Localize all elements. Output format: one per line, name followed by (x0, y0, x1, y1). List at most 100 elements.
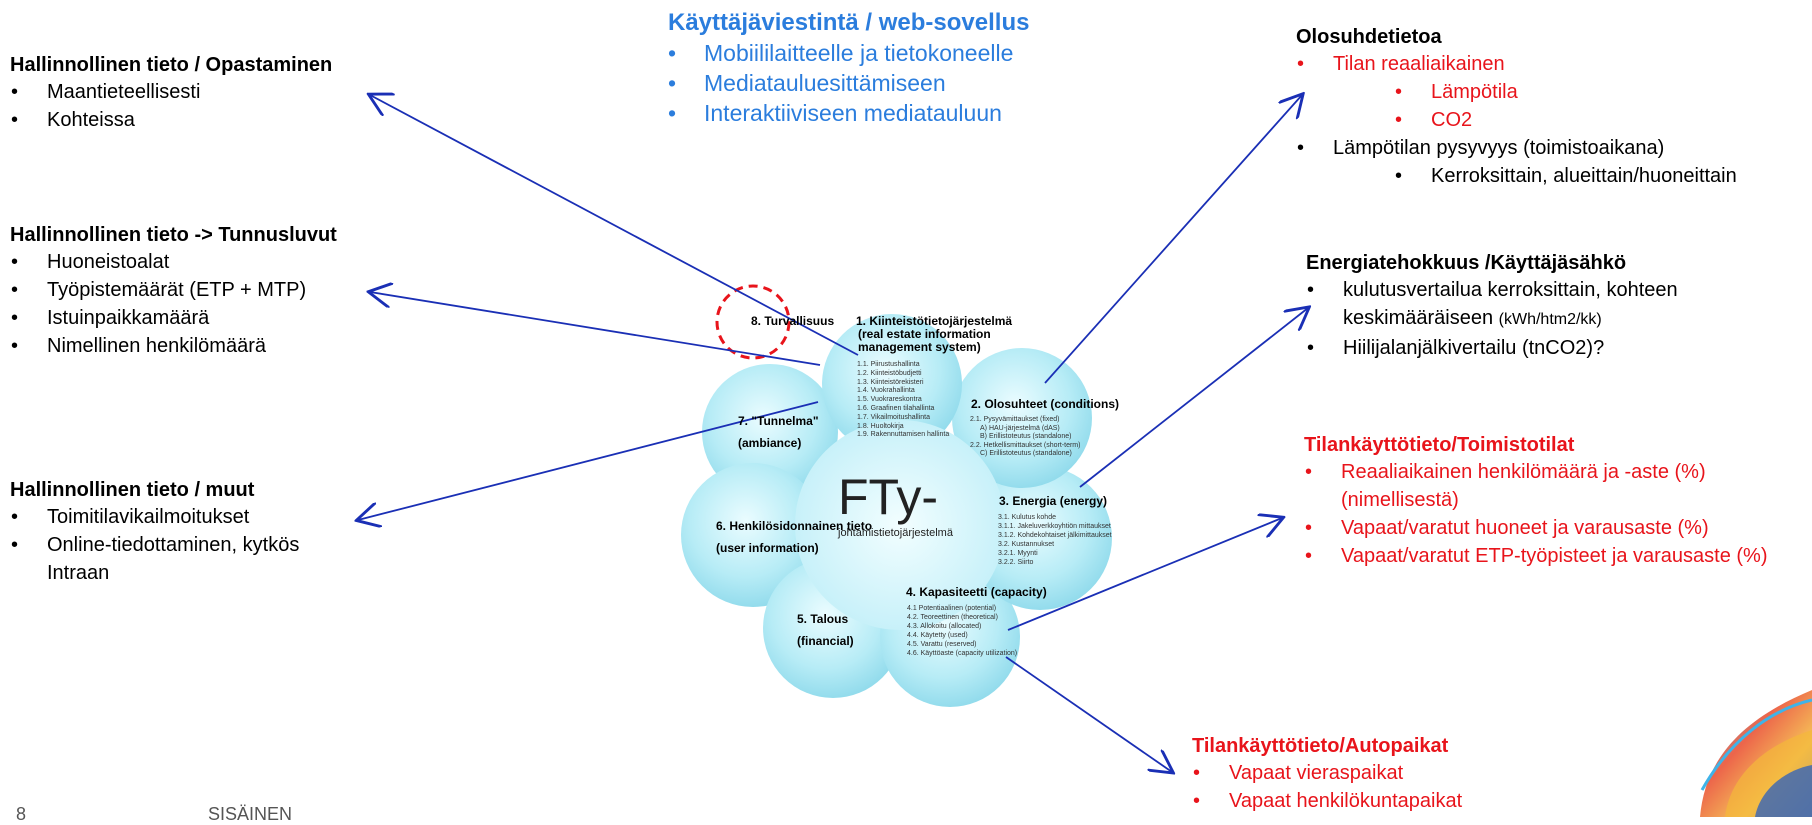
admin-kpi-item: Työpistemäärät (ETP + MTP) (11, 276, 337, 304)
office-usage-item: Vapaat/varatut ETP-työpisteet ja varausa… (1305, 542, 1784, 570)
petal-3-item: 3.2.1. Myynti (998, 550, 1038, 557)
admin-other-list: Toimitilavikailmoitukset Online-tiedotta… (11, 503, 350, 587)
petal-8-title: 8. Turvallisuus (751, 314, 835, 328)
petal-4-item: 4.3. Allokoitu (allocated) (907, 623, 982, 630)
petal-1-item: 1.6. Graafinen tilahallinta (857, 404, 935, 412)
energy-title: Energiatehokkuus /Käyttäjäsähkö (1306, 252, 1627, 274)
energy-block: Energiatehokkuus /Käyttäjäsähkö kulutusv… (1306, 250, 1776, 362)
petal-2-item: 2.1. Pysyvämittaukset (fixed) (970, 416, 1060, 423)
petal-2-item: C) Erillistoteutus (standalone) (980, 450, 1072, 457)
conditions-block: Olosuhdetietoa Tilan reaaliaikainen Lämp… (1296, 24, 1737, 190)
admin-other-title: Hallinnollinen tieto / muut (10, 479, 255, 501)
petal-4-item: 4.6. Käyttöaste (capacity utilization) (907, 650, 1018, 657)
office-usage-list: Reaaliaikainen henkilömäärä ja -aste (%)… (1305, 458, 1784, 570)
center-subtitle: johtamistietojärjestelmä (838, 527, 953, 539)
corner-decoration (1700, 690, 1812, 817)
petal-5-title: 5. Talous (797, 612, 849, 626)
arrow-to-autopaikat (1005, 656, 1172, 772)
parking-title: Tilankäyttötieto/Autopaikat (1192, 735, 1449, 757)
petal-4-item: 4.4. Käytetty (used) (907, 632, 968, 639)
admin-guidance-item: Maantieteellisesti (11, 78, 332, 106)
parking-item: Vapaat vieraspaikat (1193, 759, 1462, 787)
admin-guidance-block: Hallinnollinen tieto / Opastaminen Maant… (10, 52, 332, 134)
petal-3-item: 3.2. Kustannukset (998, 541, 1055, 548)
highlight-circle (715, 284, 791, 360)
energy-item-unit: (kWh/htm2/kk) (1498, 311, 1602, 328)
petal-1-item: 1.1. Piirustushallinta (857, 361, 920, 368)
petal-5-subtitle: (financial) (797, 634, 854, 648)
classification-label: SISÄINEN (208, 804, 293, 824)
petal-6-subtitle: (user information) (716, 541, 819, 555)
petal-3 (968, 466, 1112, 610)
petal-2-title: 2. Olosuhteet (conditions) (971, 397, 1120, 411)
petal-4-title: 4. Kapasiteetti (capacity) (906, 585, 1047, 599)
admin-kpi-title: Hallinnollinen tieto -> Tunnusluvut (10, 224, 337, 246)
conditions-item: Tilan reaaliaikainen (1297, 50, 1737, 78)
center-title: FTy- (838, 469, 938, 525)
petal-4-item: 4.5. Varattu (reserved) (907, 641, 977, 648)
admin-guidance-list: Maantieteellisesti Kohteissa (11, 78, 332, 134)
conditions-subitem: Kerroksittain, alueittain/huoneittain (1395, 162, 1737, 190)
admin-other-item: Toimitilavikailmoitukset (11, 503, 350, 531)
parking-item: Vapaat henkilökuntapaikat (1193, 787, 1462, 815)
petal-6-title: 6. Henkilösidonnainen tieto (716, 519, 873, 533)
conditions-subitem: CO2 (1395, 106, 1737, 134)
energy-item: kulutusvertailua kerroksittain, kohteen … (1307, 276, 1776, 334)
petal-7-subtitle: (ambiance) (738, 436, 802, 450)
page-number: 8 (16, 804, 27, 824)
petal-1-item: 1.2. Kiinteistöbudjetti (857, 369, 922, 377)
web-app-item: Mobiililaitteelle ja tietokoneelle (668, 38, 1029, 68)
web-app-title: Käyttäjäviestintä / web-sovellus (668, 9, 1030, 36)
petal-1-item: 1.9. Rakennuttamisen hallinta (857, 431, 950, 439)
energy-item-text: kulutusvertailua kerroksittain, kohteen … (1343, 279, 1678, 329)
admin-other-block: Hallinnollinen tieto / muut Toimitilavik… (10, 477, 350, 587)
petal-3-item: 3.1.1. Jakeluverkkoyhtiön mittaukset (998, 523, 1111, 530)
arrow-to-toimistotilat (1007, 518, 1282, 631)
arrow-to-opastaminen (370, 95, 859, 356)
office-usage-item: Reaaliaikainen henkilömäärä ja -aste (%)… (1305, 458, 1784, 514)
conditions-list-2: Lämpötilan pysyvyys (toimistoaikana) (1297, 134, 1737, 162)
web-app-block: Käyttäjäviestintä / web-sovellus Mobiili… (668, 8, 1030, 128)
petal-1-item: 1.5. Vuokrareskontra (857, 396, 922, 404)
admin-guidance-title: Hallinnollinen tieto / Opastaminen (10, 54, 333, 76)
petal-1-subtitle: (real estate information management syst… (858, 327, 991, 354)
web-app-list: Mobiililaitteelle ja tietokoneelle Media… (668, 38, 1029, 128)
admin-kpi-item: Huoneistoalat (11, 248, 337, 276)
petal-3-item: 3.1. Kulutus kohde (998, 514, 1056, 521)
parking-block: Tilankäyttötieto/Autopaikat Vapaat viera… (1192, 733, 1462, 815)
petal-1 (822, 314, 962, 454)
petal-1-item: 1.8. Huoltokirja (857, 422, 904, 430)
arrow-to-muut (358, 401, 819, 520)
petal-center (795, 420, 1005, 630)
conditions-title: Olosuhdetietoa (1296, 26, 1442, 48)
petal-3-item: 3.2.2. Siirto (998, 559, 1034, 566)
petal-1-item: 1.4. Vuokrahallinta (857, 387, 915, 395)
conditions-list: Tilan reaaliaikainen (1297, 50, 1737, 78)
petal-4-item: 4.2. Teoreettinen (theoretical) (907, 614, 998, 621)
petal-2-item: 2.2. Hetkellismittaukset (short-term) (970, 441, 1081, 449)
petal-2-list: 2.1. Pysyvämittaukset (fixed) A) HAU-jär… (970, 416, 1080, 459)
arrow-to-tunnusluvut (370, 292, 821, 366)
office-usage-title: Tilankäyttötieto/Toimistotilat (1304, 434, 1575, 456)
petal-1-list: 1.1. Piirustushallinta 1.2. Kiinteistöbu… (857, 361, 949, 440)
petal-1-item: 1.7. Vikailmoitushallinta (857, 413, 931, 421)
petal-3-list: 3.1. Kulutus kohde 3.1.1. Jakeluverkkoyh… (998, 513, 1112, 567)
arrow-to-energiatehokkuus (1079, 308, 1308, 488)
petal-4-list: 4.1 Potentiaalinen (potential) 4.2. Teor… (907, 604, 1017, 658)
admin-kpi-item: Istuinpaikkamäärä (11, 304, 337, 332)
office-usage-item: Vapaat/varatut huoneet ja varausaste (%) (1305, 514, 1784, 542)
admin-guidance-item: Kohteissa (11, 106, 332, 134)
petal-1-item: 1.3. Kiinteistörekisteri (857, 378, 924, 386)
conditions-subitem: Lämpötila (1395, 78, 1737, 106)
admin-kpi-block: Hallinnollinen tieto -> Tunnusluvut Huon… (10, 222, 337, 360)
admin-kpi-list: Huoneistoalat Työpistemäärät (ETP + MTP)… (11, 248, 337, 360)
petal-3-title: 3. Energia (energy) (999, 494, 1108, 508)
petal-2 (952, 348, 1092, 488)
conditions-sublist-2: Kerroksittain, alueittain/huoneittain (1395, 162, 1737, 190)
conditions-item: Lämpötilan pysyvyys (toimistoaikana) (1297, 134, 1737, 162)
office-usage-block: Tilankäyttötieto/Toimistotilat Reaaliaik… (1304, 432, 1784, 570)
petal-2-item: B) Erillistoteutus (standalone) (980, 433, 1072, 440)
conditions-sublist: Lämpötila CO2 (1395, 78, 1737, 134)
petal-6 (681, 463, 825, 607)
